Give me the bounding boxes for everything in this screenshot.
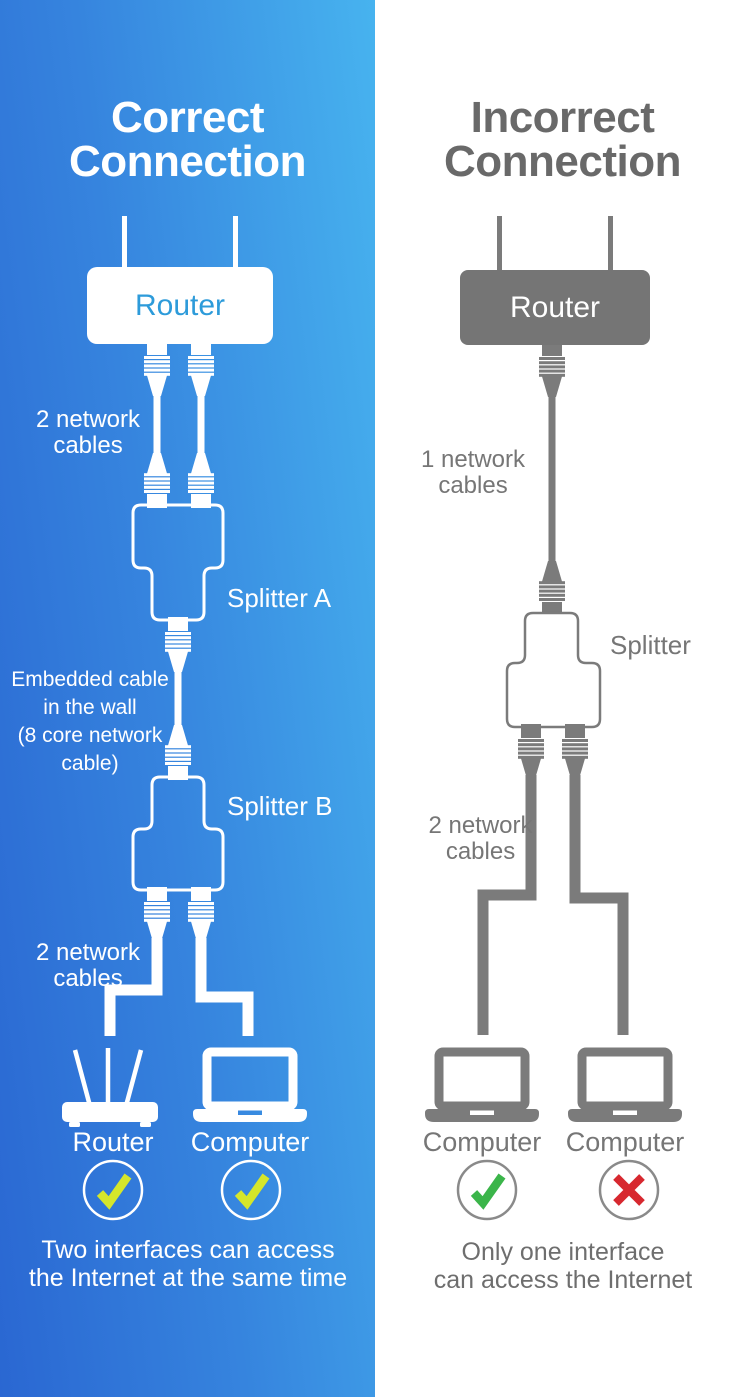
router-box: Router — [87, 267, 273, 344]
left-bottom-cables-label: 2 network cables — [35, 939, 141, 993]
check-icon — [82, 1159, 144, 1221]
right-bottom-cables-label: 2 network cables — [428, 812, 533, 866]
correct-connection-title: Correct Connection — [69, 93, 306, 186]
splitter-shape — [505, 611, 602, 729]
left-router-antennas-icon — [122, 216, 238, 270]
splitter-b-shape — [131, 775, 225, 892]
incorrect-result-text: Only one interface can access the Intern… — [433, 1238, 693, 1294]
embedded-wall-cable — [165, 617, 191, 780]
right-router-to-splitter-cable — [539, 342, 565, 616]
laptop-icon — [425, 1052, 539, 1122]
laptop-icon — [568, 1052, 682, 1122]
splitter-a-shape — [131, 503, 225, 622]
left-splitter-to-device-cables — [104, 887, 254, 1036]
laptop-icon — [193, 1052, 307, 1122]
check-icon — [220, 1159, 282, 1221]
splitter-label: Splitter — [610, 630, 691, 660]
splitter-b-label: Splitter B — [227, 791, 333, 821]
right-router-antennas-icon — [497, 216, 613, 270]
router-box: Router — [460, 270, 650, 345]
left-device-2-label: Computer — [190, 1127, 310, 1157]
correct-result-text: Two interfaces can access the Internet a… — [28, 1236, 348, 1292]
right-top-cables-label: 1 network cables — [420, 446, 526, 500]
right-device-1-label: Computer — [422, 1127, 542, 1157]
incorrect-connection-title: Incorrect Connection — [444, 93, 681, 186]
left-top-cables-label: 2 network cables — [35, 406, 141, 460]
right-device-2-label: Computer — [565, 1127, 685, 1157]
splitter-a-label: Splitter A — [227, 583, 332, 613]
cross-icon — [598, 1159, 660, 1221]
left-device-1-label: Router — [72, 1127, 154, 1157]
correct-connection-panel — [0, 0, 375, 1397]
wifi-router-icon — [62, 1048, 158, 1127]
right-splitter-to-device-cables — [477, 724, 629, 1035]
check-icon — [456, 1159, 518, 1221]
embedded-wall-cable-label: Embedded cable in the wall (8 core netwo… — [11, 668, 169, 775]
left-router-to-splitter-cables — [144, 341, 214, 508]
